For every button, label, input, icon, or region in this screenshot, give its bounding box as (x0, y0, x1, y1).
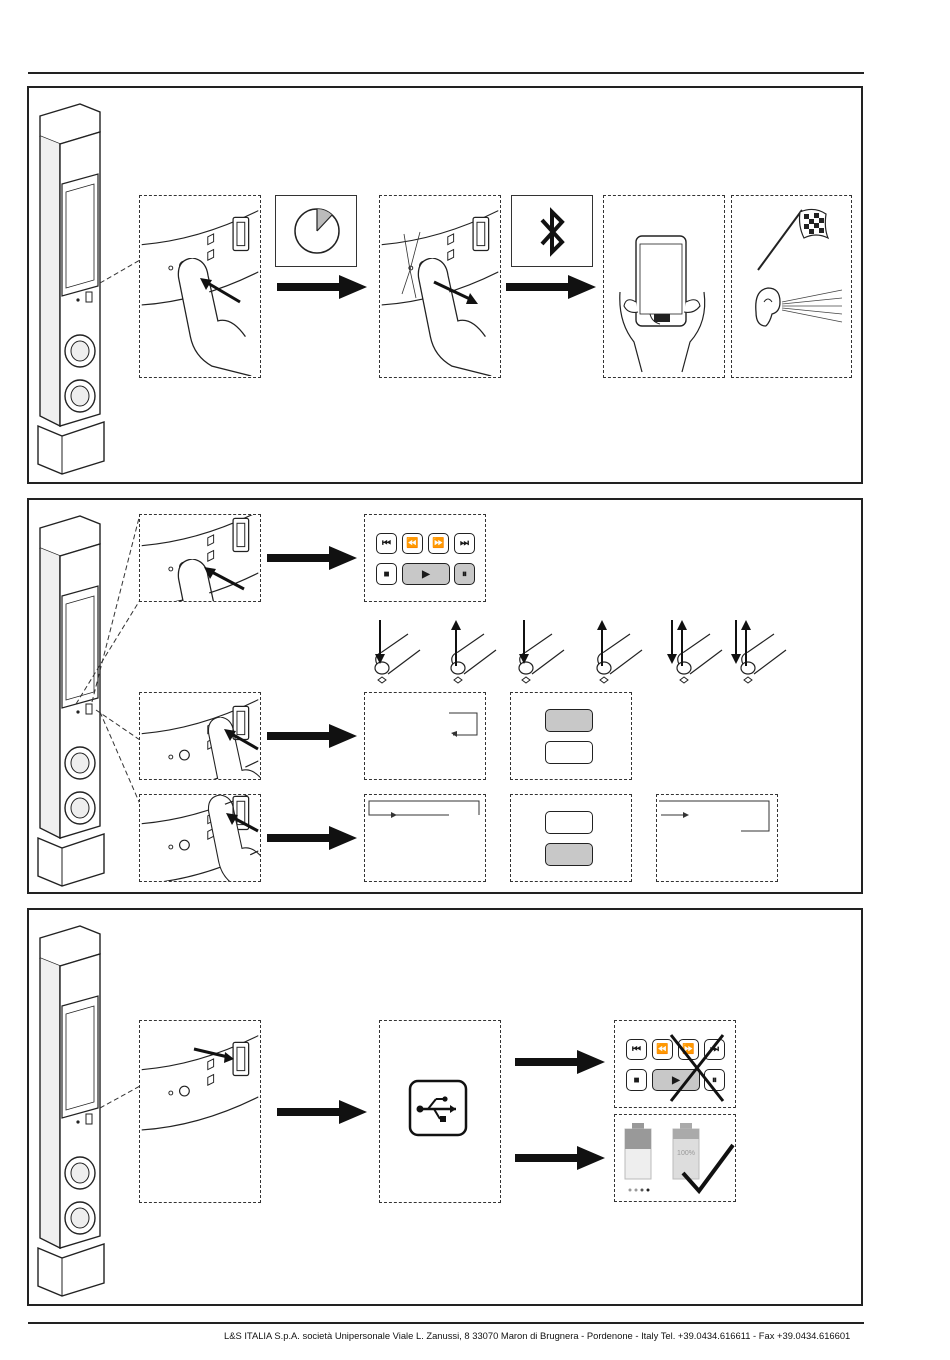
insert-arrow-icon (140, 1021, 260, 1201)
battery-charging-icon (623, 1121, 653, 1181)
cross-icon (615, 1021, 737, 1109)
arrow-icon (512, 1050, 608, 1074)
charging-panel: 100% (614, 1114, 736, 1202)
checkmark-icon (681, 1141, 737, 1197)
usb-connected (379, 1020, 501, 1203)
arrow-icon (274, 1100, 370, 1124)
arrow-icon (512, 1146, 608, 1170)
usb-port-closeup (139, 1020, 261, 1203)
progress-dots-icon (627, 1187, 657, 1195)
usb-icon (408, 1079, 468, 1137)
controls-disabled-panel: ⏮ ⏪ ⏩ ⏭ ■ ▶ ⏸ (614, 1020, 736, 1108)
company-footer: L&S ITALIA S.p.A. società Unipersonale V… (224, 1330, 850, 1341)
